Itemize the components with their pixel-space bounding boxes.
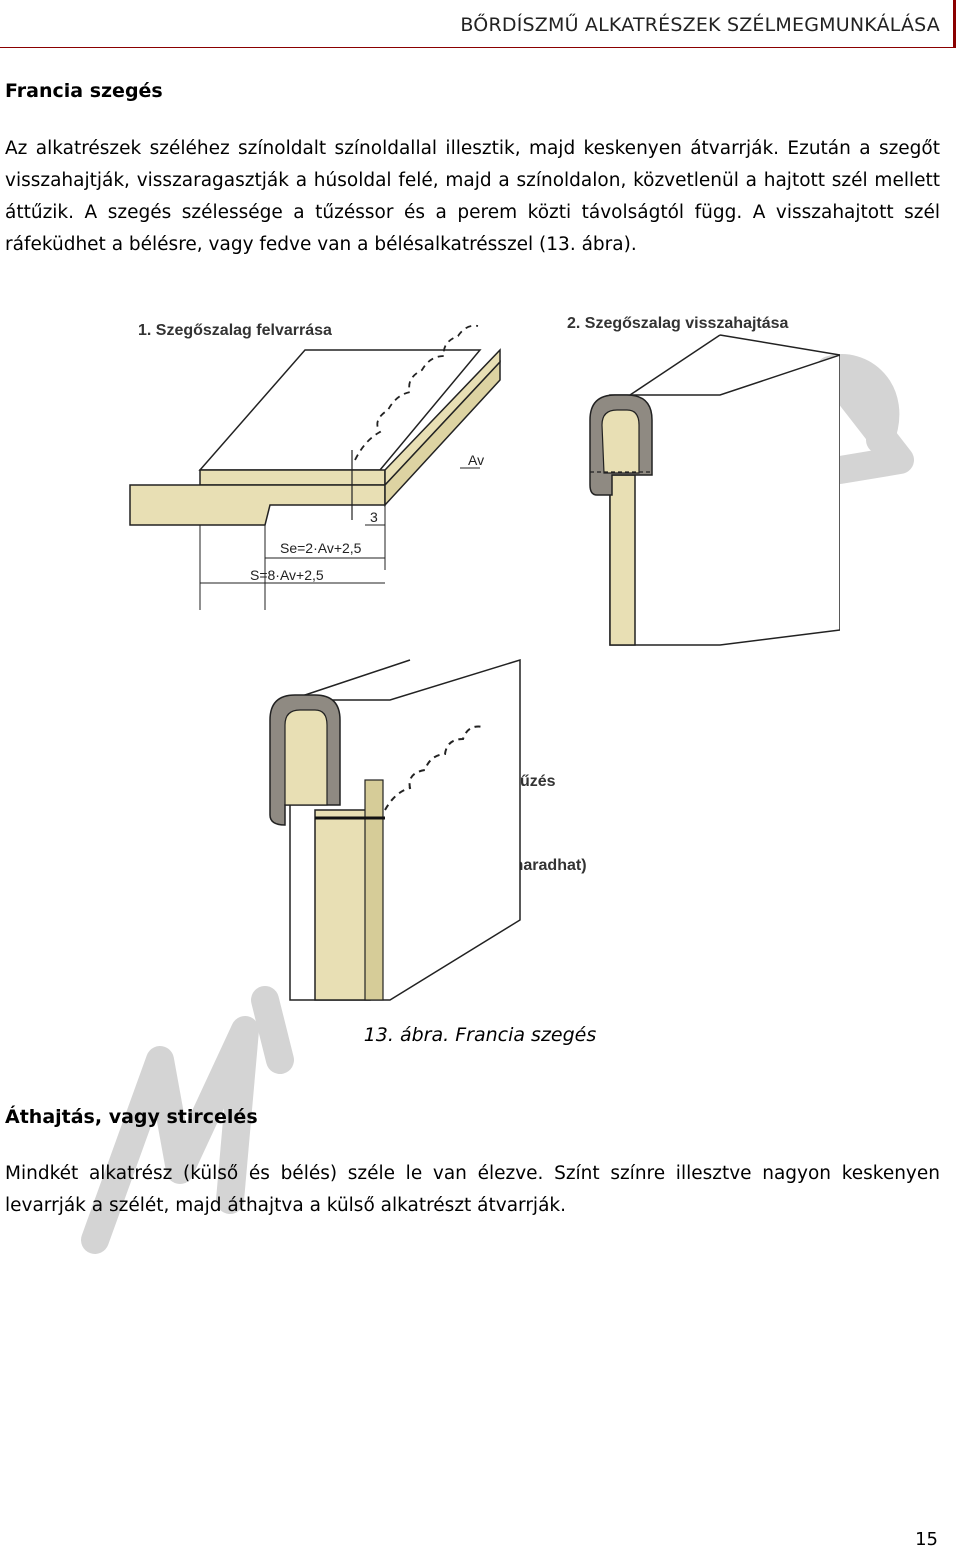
section-paragraph-francia-szeges: Az alkatrészek széléhez színoldalt színo…: [5, 138, 940, 255]
figure-13-francia-szeges: 1. Szegőszalag felvarrása Av 3 Se=2·Av+2…: [129, 315, 840, 1001]
figure-dim-av: Av: [468, 452, 484, 468]
figure-dim-3: 3: [370, 509, 378, 525]
header-rule: [0, 44, 956, 48]
figure-panel-2: 2. Szegőszalag visszahajtása: [567, 315, 840, 646]
figure-caption: 13. ábra. Francia szegés: [363, 1024, 597, 1046]
section-heading-athajtas: Áthajtás, vagy stircelés: [5, 1106, 258, 1128]
section-paragraph-athajtas: Mindkét alkatrész (külső és bélés) széle…: [5, 1163, 940, 1216]
figure-label-2: 2. Szegőszalag visszahajtása: [567, 315, 789, 332]
header-rule-right: [953, 0, 956, 47]
page-number: 15: [915, 1529, 938, 1550]
section-heading-francia-szeges: Francia szegés: [5, 80, 163, 102]
page-header-title: BŐRDÍSZMŰ ALKATRÉSZEK SZÉLMEGMUNKÁLÁSA: [460, 14, 940, 36]
figure-panel-1: 1. Szegőszalag felvarrása Av 3 Se=2·Av+2…: [129, 322, 501, 610]
figure-label-1: 1. Szegőszalag felvarrása: [138, 322, 332, 339]
figure-dim-s: S=8·Av+2,5: [250, 567, 324, 583]
figure-panel-3: 4. Áttűzés 3. Bélelés (el is maradhat): [269, 658, 587, 1001]
figure-dim-se: Se=2·Av+2,5: [280, 540, 362, 556]
